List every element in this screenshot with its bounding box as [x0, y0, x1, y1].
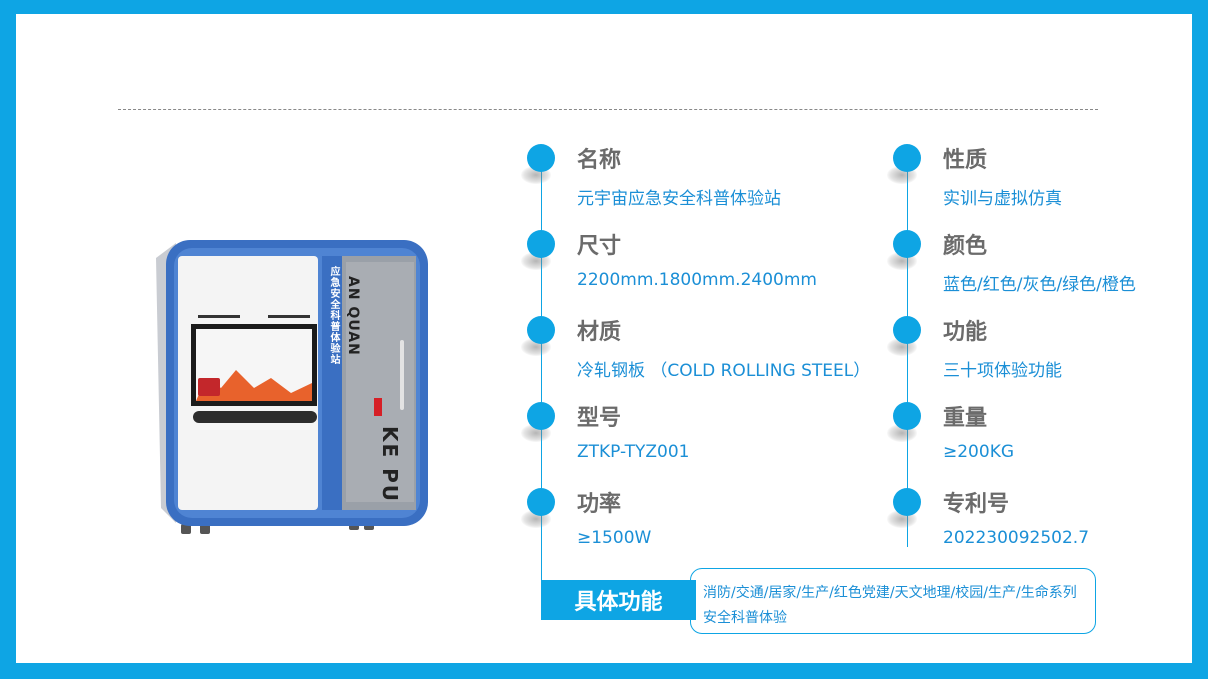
spec-value: 202230092502.7 — [943, 528, 1090, 548]
functions-description: 消防/交通/居家/生产/红色党建/天文地理/校园/生产/生命系列安全科普体验 — [690, 568, 1096, 634]
spec-value: 冷轧钢板 （COLD ROLLING STEEL） — [577, 361, 871, 381]
dashed-divider — [118, 109, 1098, 110]
spec-label: 专利号 — [943, 492, 1010, 517]
timeline-dot — [527, 402, 555, 430]
timeline-dot — [527, 316, 555, 344]
spec-label: 性质 — [943, 148, 988, 173]
spec-label: 功率 — [577, 492, 622, 517]
spec-value: 三十项体验功能 — [943, 361, 1062, 381]
spec-value: ZTKP-TYZ001 — [577, 442, 690, 462]
timeline-dot — [893, 402, 921, 430]
spec-label: 功能 — [943, 320, 988, 345]
spec-label: 颜色 — [943, 234, 988, 259]
functions-tag: 具体功能 — [541, 580, 696, 620]
timeline-dot — [893, 488, 921, 516]
product-brand-vertical: AN QUAN — [345, 276, 361, 356]
spec-value: 2200mm.1800mm.2400mm — [577, 270, 817, 290]
product-brand-logo: KE PU — [378, 426, 402, 504]
spec-label: 重量 — [943, 406, 988, 431]
spec-label: 材质 — [577, 320, 622, 345]
product-side-text: 应急安全科普体验站 — [328, 266, 339, 365]
spec-value: ≥1500W — [577, 528, 652, 548]
content-panel: 应急安全科普体验站 AN QUAN KE PU 名称元宇宙应急安全科普体验站尺寸… — [16, 14, 1192, 663]
timeline-dot — [893, 144, 921, 172]
timeline-dot — [893, 230, 921, 258]
spec-label: 名称 — [577, 148, 622, 173]
spec-value: 蓝色/红色/灰色/绿色/橙色 — [943, 275, 1136, 295]
spec-value: 实训与虚拟仿真 — [943, 189, 1062, 209]
timeline-dot — [527, 488, 555, 516]
spec-label: 尺寸 — [577, 234, 622, 259]
timeline-dot — [527, 144, 555, 172]
timeline-dot — [893, 316, 921, 344]
spec-value: 元宇宙应急安全科普体验站 — [577, 189, 781, 209]
spec-value: ≥200KG — [943, 442, 1015, 462]
product-image — [156, 240, 428, 534]
timeline-dot — [527, 230, 555, 258]
timeline-left — [541, 159, 542, 584]
spec-label: 型号 — [577, 406, 622, 431]
